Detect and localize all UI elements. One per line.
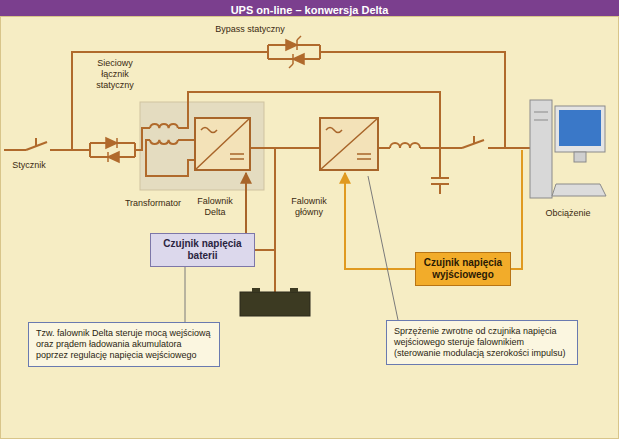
- part-label: Transformator: [116, 198, 190, 209]
- node-text: Sprzężenie zwrotne od czujnika napięcia …: [394, 326, 570, 359]
- part-label: Stycznik: [4, 160, 54, 171]
- sensor-box: Czujnik napięcia baterii: [150, 233, 255, 267]
- title-text: UPS on-line – konwersja Delta: [231, 4, 389, 16]
- part-label: Bypass statyczny: [200, 24, 300, 35]
- node-text: Czujnik napięcia wyjściowego: [421, 257, 505, 281]
- note-box: Tzw. falownik Delta steruje mocą wejścio…: [28, 322, 220, 367]
- node-text: Czujnik napięcia baterii: [156, 238, 249, 262]
- title-band: UPS on-line – konwersja Delta: [0, 0, 619, 16]
- note-box: Sprzężenie zwrotne od czujnika napięcia …: [386, 320, 578, 365]
- leader-connector: [185, 267, 186, 322]
- sensor-box: Czujnik napięcia wyjściowego: [415, 252, 511, 286]
- part-label: Falownik główny: [284, 196, 334, 218]
- part-label: Falownik Delta: [190, 196, 240, 218]
- part-label: Sieciowy łącznik statyczny: [86, 58, 144, 91]
- node-text: Tzw. falownik Delta steruje mocą wejścio…: [36, 328, 212, 361]
- part-label: Obciążenie: [528, 208, 608, 219]
